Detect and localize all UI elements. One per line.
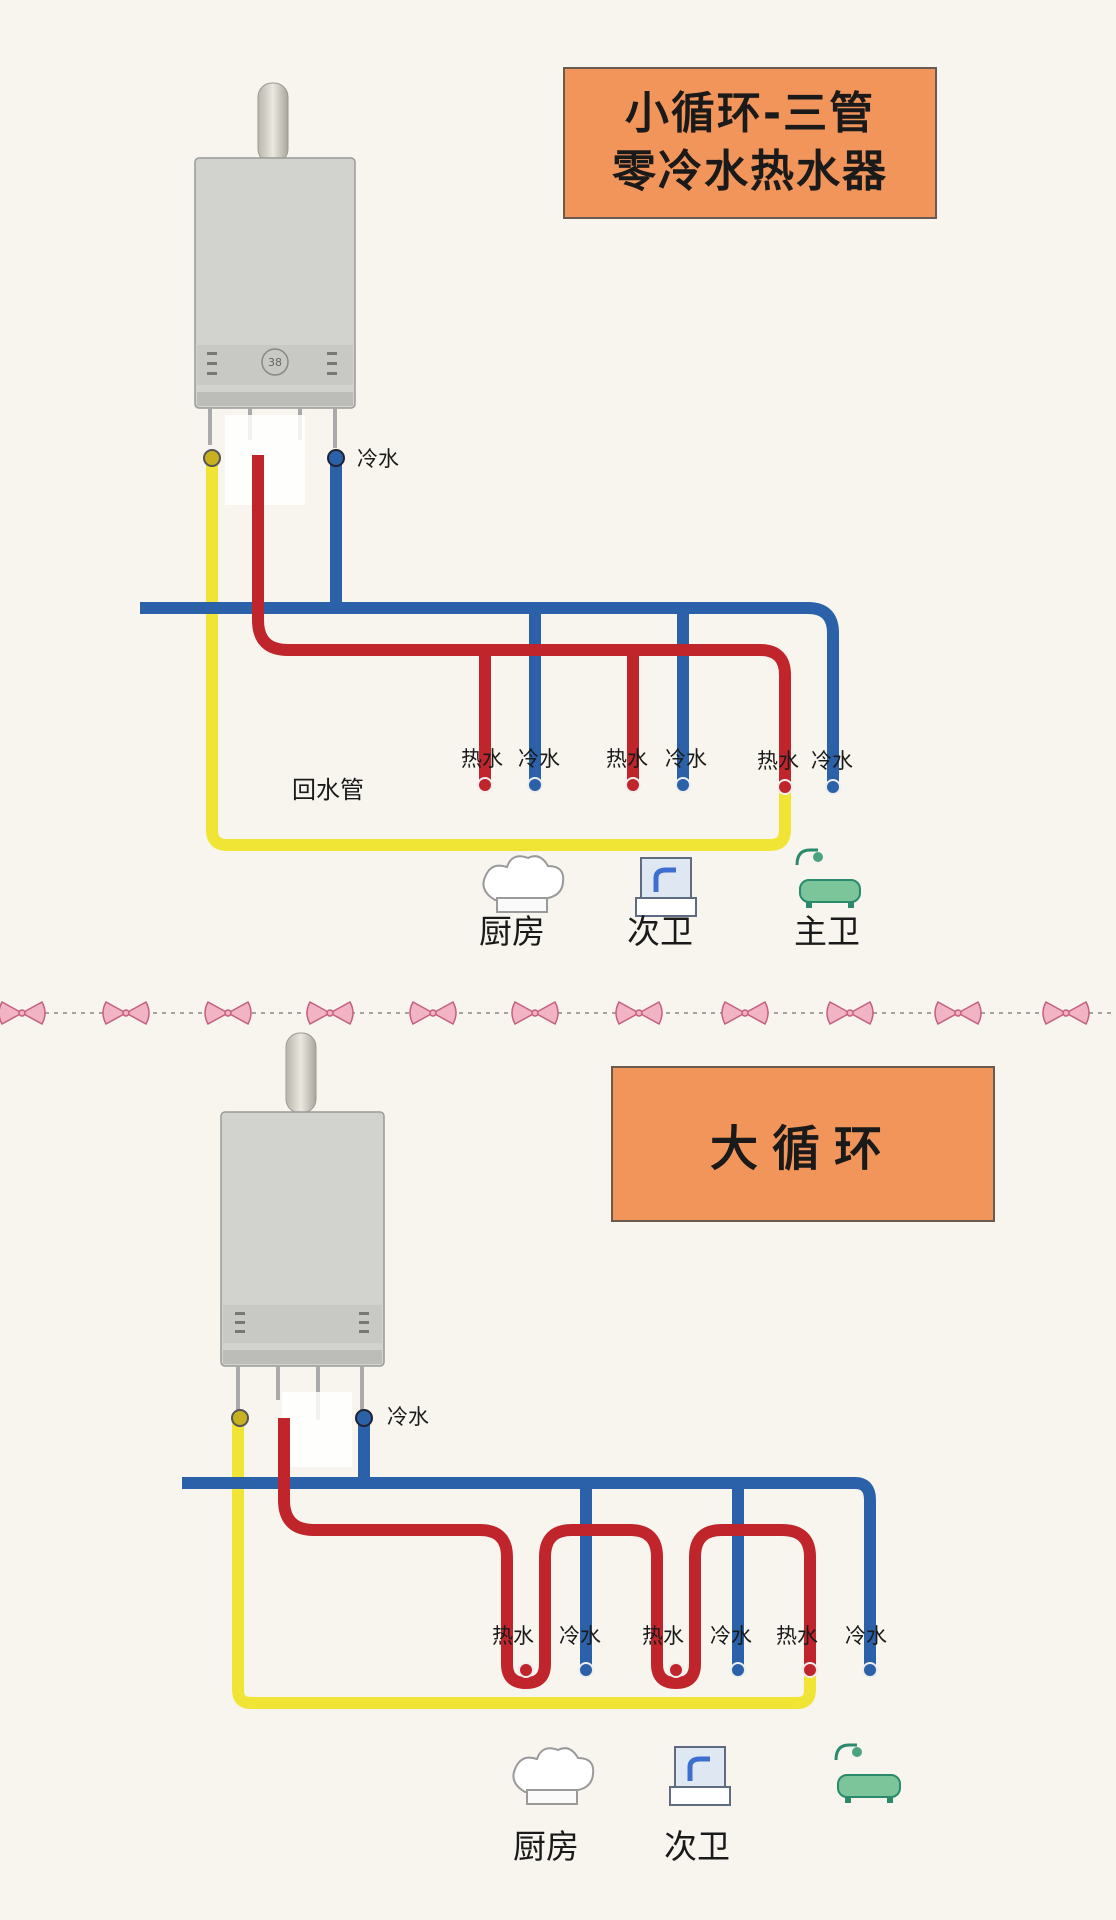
tap-hot-label: 热水	[642, 1624, 684, 1648]
top-pipe-ends	[203, 449, 841, 795]
bottom-return-pipe	[232, 1418, 816, 1709]
display-dial	[261, 348, 289, 376]
tap-hot-label: 热水	[606, 747, 648, 771]
bottom-hot-loop	[278, 1418, 816, 1689]
tap-cold-label: 冷水	[811, 749, 853, 773]
tap-hot-label: 热水	[492, 1624, 534, 1648]
bow-divider	[0, 1000, 1116, 1026]
tap-cold-label: 冷水	[845, 1624, 887, 1648]
title-big-loop: 大循环	[611, 1066, 995, 1222]
sink-icon	[635, 857, 697, 917]
bow-knot	[741, 1009, 749, 1017]
bow-knot	[846, 1009, 854, 1017]
bathtub-icon	[834, 1743, 901, 1803]
bow-knot	[531, 1009, 539, 1017]
bow-knot	[429, 1009, 437, 1017]
tap-cold-label: 冷水	[559, 1624, 601, 1648]
title-line-2: 零冷水热水器	[612, 146, 888, 197]
bottom-cold-main	[182, 1477, 876, 1667]
top-return-pipe	[206, 455, 791, 851]
bottom-pipe-ends	[231, 1409, 878, 1678]
top-hot-main	[252, 455, 791, 787]
inlet-label: 冷水	[387, 1405, 429, 1429]
sink-icon	[669, 1746, 731, 1806]
tap-cold-label: 冷水	[665, 747, 707, 771]
control-panel	[223, 1305, 382, 1343]
tap-cold-label: 冷水	[518, 747, 560, 771]
chimney	[257, 82, 289, 164]
bow-knot	[18, 1009, 26, 1017]
title-line-1: 小循环-三管	[624, 88, 876, 139]
room-second-bath: 次卫	[627, 912, 693, 951]
chef-hat-icon	[512, 1747, 595, 1805]
room-kitchen: 厨房	[479, 912, 545, 951]
bow-knot	[1062, 1009, 1070, 1017]
top-cold-main	[140, 602, 839, 787]
room-second-bath: 次卫	[664, 1827, 730, 1866]
inlet-label: 冷水	[357, 447, 399, 471]
heater-body	[220, 1111, 385, 1367]
title-small-loop: 小循环-三管 零冷水热水器	[563, 67, 937, 219]
bow-knot	[122, 1009, 130, 1017]
chimney	[285, 1032, 317, 1114]
bow-knot	[954, 1009, 962, 1017]
bottom-water-heater	[220, 1032, 385, 1467]
display-value: 38	[268, 356, 282, 369]
top-water-heater: 38	[194, 82, 356, 505]
top-pipes	[140, 455, 839, 851]
title-text: 大循环	[709, 1121, 896, 1177]
room-kitchen: 厨房	[513, 1827, 579, 1866]
chef-hat-icon	[482, 855, 565, 913]
tap-hot-label: 热水	[461, 747, 503, 771]
bow-knot	[635, 1009, 643, 1017]
bow-knot	[326, 1009, 334, 1017]
bow-knot	[224, 1009, 232, 1017]
bottom-plate	[223, 1350, 382, 1364]
bottom-pipes	[182, 1418, 876, 1709]
room-master-bath: 主卫	[794, 912, 860, 951]
return-pipe-label: 回水管	[292, 776, 364, 804]
tap-hot-label: 热水	[776, 1624, 818, 1648]
bottom-plate	[197, 392, 353, 406]
tap-hot-label: 热水	[757, 749, 799, 773]
tap-cold-label: 冷水	[710, 1624, 752, 1648]
bathtub-icon	[795, 848, 861, 908]
